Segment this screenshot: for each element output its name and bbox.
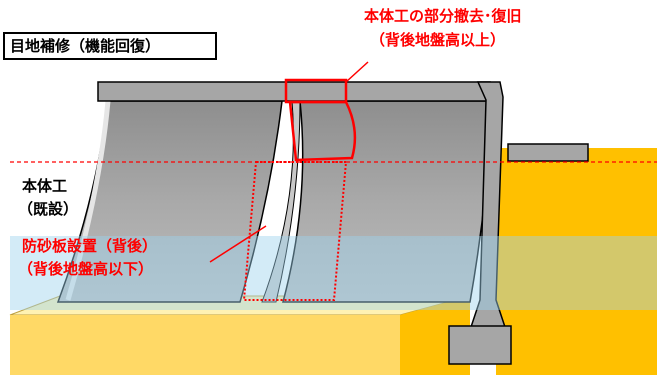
label-sand-plate-line2: （背後地盤高以下）	[18, 260, 154, 278]
sand-slab-front	[10, 315, 400, 375]
label-sand-plate-line1: 防砂板設置（背後）	[22, 237, 158, 255]
sand-plate-callout-line	[209, 225, 267, 263]
wall-cap	[97, 81, 491, 102]
footing	[448, 325, 512, 365]
repair-callout-line	[345, 61, 369, 83]
title-box: 目地補修（機能回復）	[3, 32, 217, 60]
background-ground	[496, 148, 657, 375]
label-partial-removal-line1: 本体工の部分撤去･復旧	[364, 7, 522, 25]
label-partial-removal-line2: （背後地盤高以上）	[370, 31, 506, 49]
repair-body-highlight	[288, 100, 357, 162]
sand-plate-dotted-region	[242, 161, 348, 301]
water-band	[10, 236, 657, 310]
wall-front-face	[65, 100, 111, 301]
label-main-body-line1: 本体工	[22, 177, 68, 195]
platform-slab	[507, 143, 589, 162]
label-main-body-line2: （既設）	[18, 200, 79, 218]
wall-panel-middle	[261, 100, 301, 303]
